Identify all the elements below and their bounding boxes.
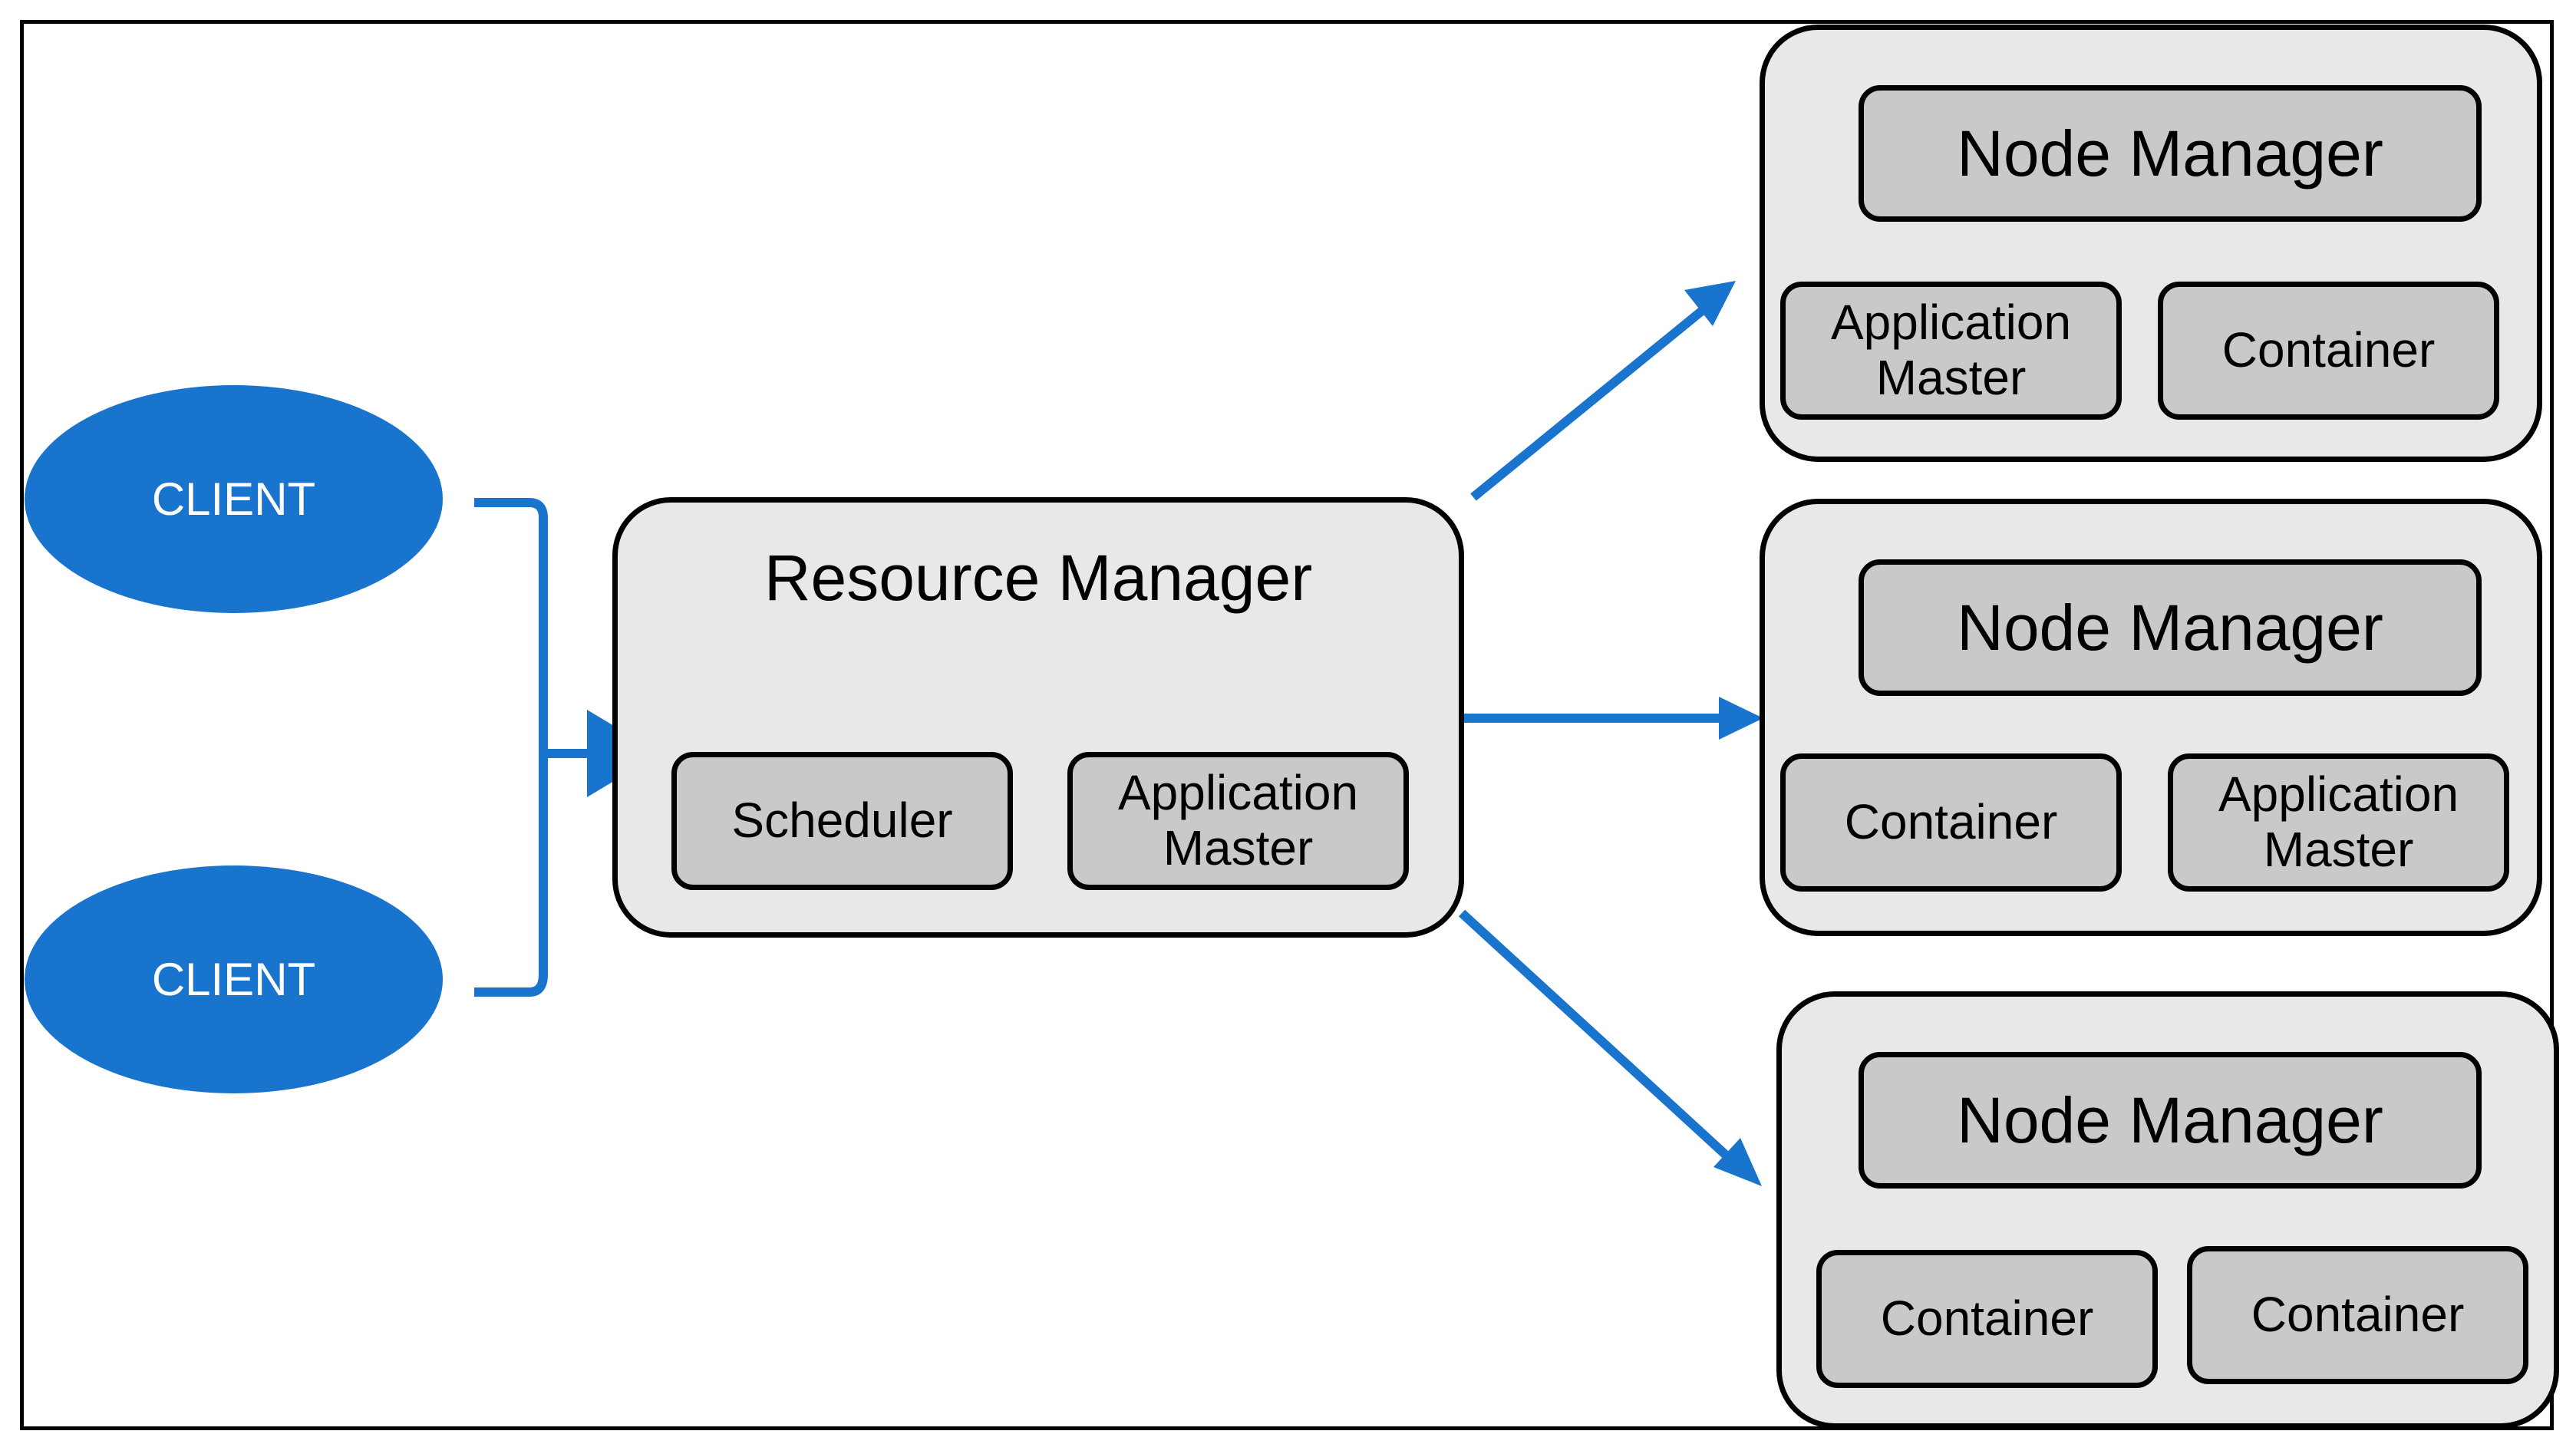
arrow-rm-to-node-1	[1470, 307, 1705, 501]
arrowhead-node-1	[1684, 281, 1736, 326]
container-box: Container	[2158, 282, 2499, 420]
node-manager-title: Node Manager	[1957, 117, 2383, 190]
component-label-line: Application	[2218, 767, 2459, 823]
application-master-box: Application Master	[2168, 753, 2509, 892]
rm-application-master-box: Application Master	[1067, 752, 1409, 890]
container-box: Container	[2187, 1246, 2528, 1384]
client-label: CLIENT	[151, 473, 316, 525]
node-manager-box-2: Node Manager Container Application Maste…	[1760, 499, 2542, 936]
scheduler-box: Scheduler	[671, 752, 1013, 890]
node-manager-title-box: Node Manager	[1859, 1052, 2482, 1189]
container-box: Container	[1816, 1250, 2158, 1388]
client-ellipse-1: CLIENT	[25, 385, 443, 613]
resource-manager-title: Resource Manager	[764, 542, 1313, 614]
scheduler-label: Scheduler	[731, 793, 953, 849]
component-label-line: Master	[1163, 820, 1314, 875]
component-label-line: Master	[2263, 822, 2414, 877]
arrowhead-node-2	[1719, 697, 1763, 740]
node-manager-title: Node Manager	[1957, 1083, 2383, 1156]
node-manager-title-box: Node Manager	[1859, 559, 2482, 696]
client-label: CLIENT	[151, 954, 316, 1005]
container-box: Container	[1780, 753, 2122, 892]
node-manager-title: Node Manager	[1957, 591, 2383, 664]
component-label-line: Container	[1880, 1291, 2094, 1347]
application-master-box: Application Master	[1780, 282, 2122, 420]
resource-manager-box: Resource Manager Scheduler Application M…	[612, 497, 1464, 938]
component-label-line: Container	[1844, 794, 2058, 850]
component-label-line: Application	[1830, 295, 2072, 351]
node-manager-box-1: Node Manager Application Master Containe…	[1760, 25, 2542, 462]
component-label-line: Master	[1875, 350, 2027, 405]
arrowhead-node-3	[1713, 1138, 1762, 1186]
arrow-rm-to-node-3	[1458, 909, 1732, 1161]
component-label-line: Application	[1117, 765, 1359, 821]
component-label-line: Container	[2251, 1287, 2465, 1343]
node-manager-title-box: Node Manager	[1859, 85, 2482, 222]
client-ellipse-2: CLIENT	[25, 865, 443, 1093]
component-label-line: Container	[2221, 322, 2436, 378]
client-bracket	[474, 498, 548, 997]
node-manager-box-3: Node Manager Container Container	[1776, 991, 2559, 1429]
